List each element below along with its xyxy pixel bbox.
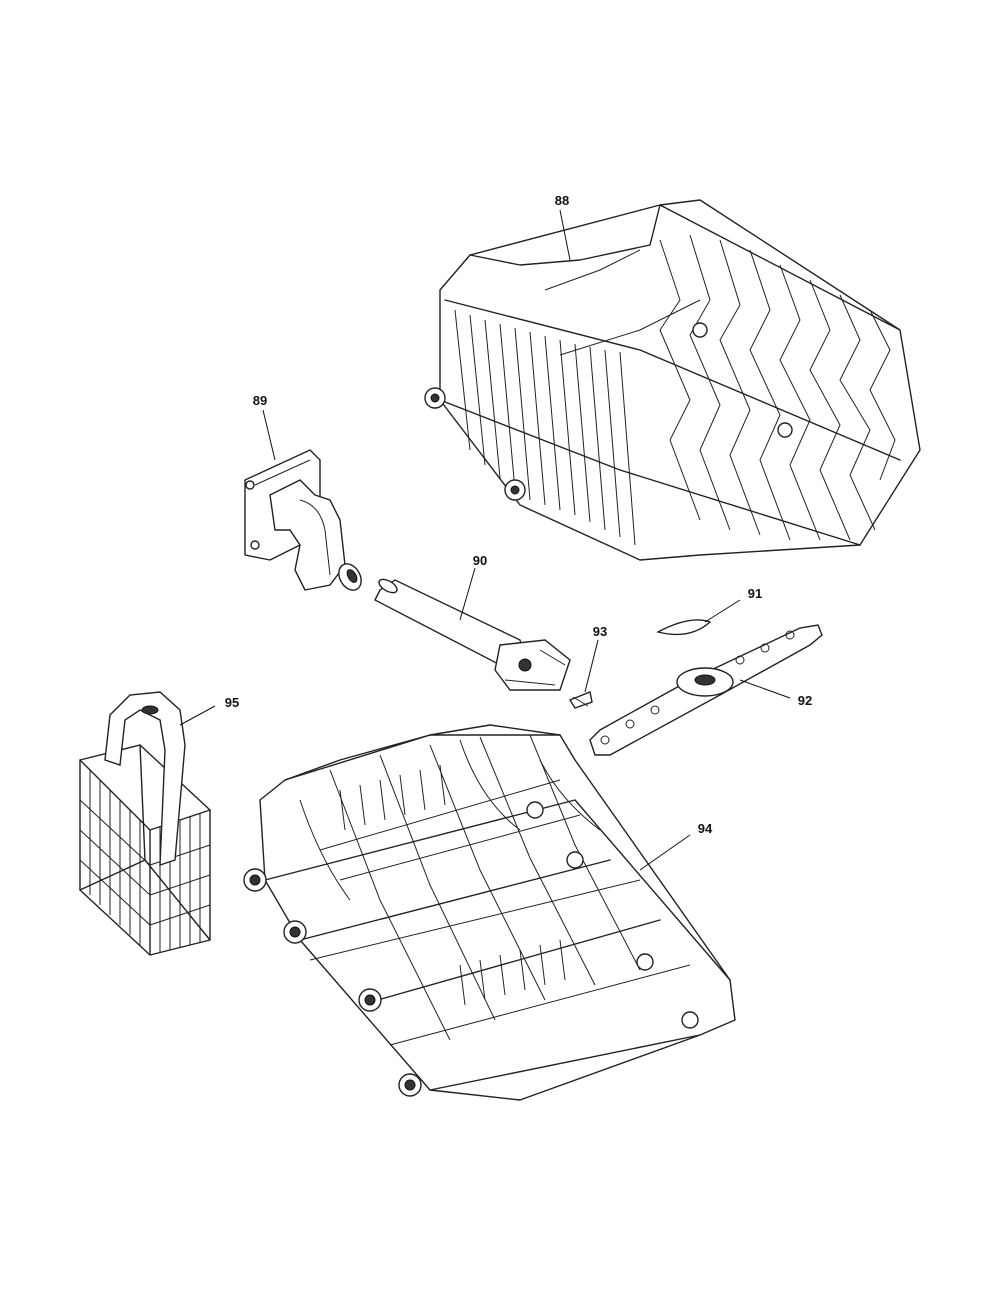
callout-94: 94: [698, 821, 713, 836]
upper-rack[interactable]: [424, 199, 921, 561]
silverware-basket[interactable]: [79, 691, 211, 956]
tube-clip[interactable]: [568, 691, 593, 709]
callout-leader-89: [262, 409, 276, 461]
callout-leader-88: [559, 209, 571, 261]
spray-arm-tube[interactable]: [374, 577, 571, 691]
callout-leader-94: [639, 834, 691, 871]
lower-spray-arm[interactable]: [589, 624, 823, 756]
callout-leader-90: [459, 567, 476, 621]
callout-leader-93: [584, 639, 599, 693]
callout-leader-95: [179, 705, 216, 726]
callout-93: 93: [593, 624, 607, 639]
spray-arm-seal[interactable]: [656, 619, 712, 636]
lower-rack[interactable]: [243, 724, 736, 1101]
callout-90: 90: [473, 553, 487, 568]
rack-manifold[interactable]: [244, 449, 366, 594]
callout-91: 91: [748, 586, 762, 601]
callout-leader-91: [704, 599, 741, 623]
callout-leader-92: [739, 679, 791, 699]
callout-92: 92: [798, 693, 812, 708]
callout-95: 95: [225, 695, 239, 710]
callout-88: 88: [555, 193, 569, 208]
callout-89: 89: [253, 393, 267, 408]
